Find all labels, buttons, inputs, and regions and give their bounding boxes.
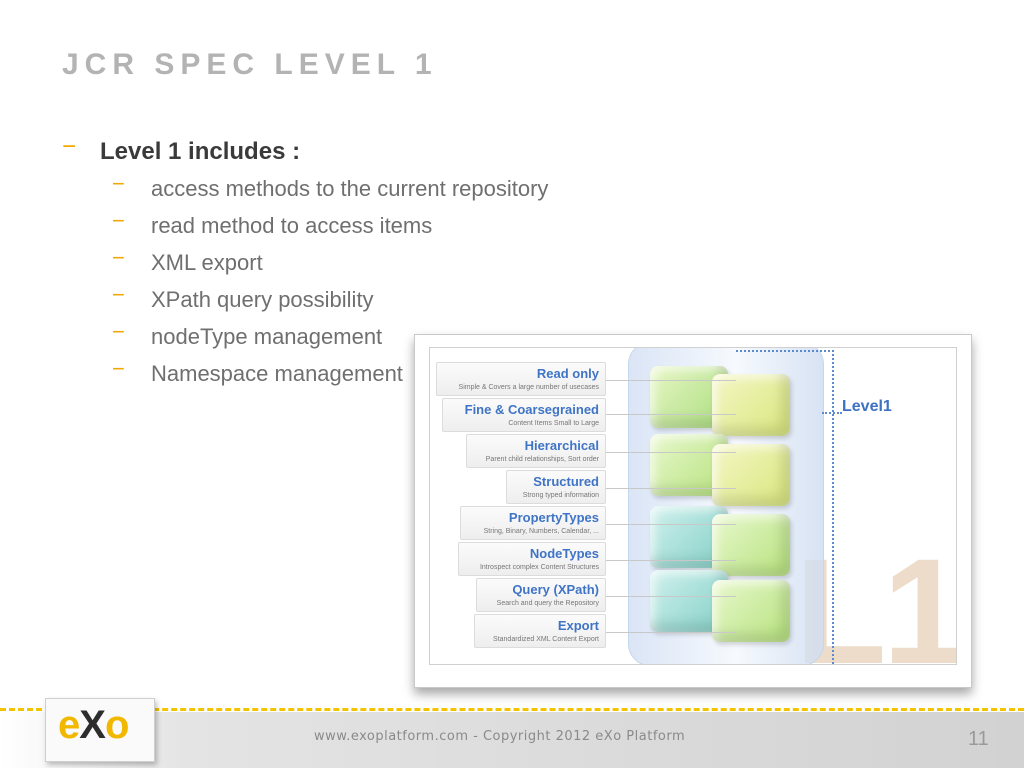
footer-bar	[0, 712, 1024, 768]
feature-title: Export	[557, 618, 599, 633]
dash-marker: −	[62, 133, 77, 160]
main-bullet: − Level 1 includes :	[62, 133, 548, 170]
sub-bullet: − access methods to the current reposito…	[62, 170, 548, 207]
feature-desc: Parent child relationships, Sort order	[485, 456, 599, 463]
sub-bullet-text: XML export	[151, 250, 263, 275]
sub-bullet-text: Namespace management	[151, 361, 403, 386]
feature-title: NodeTypes	[529, 546, 599, 561]
feature-label: NodeTypes Introspect complex Content Str…	[458, 542, 606, 576]
feature-desc: Standardized XML Content Export	[493, 636, 599, 643]
feature-label: Fine & Coarsegrained Content Items Small…	[442, 398, 606, 432]
cube	[712, 374, 790, 436]
sub-bullet: − XPath query possibility	[62, 281, 548, 318]
dash-marker: −	[112, 356, 125, 381]
logo-e: e	[58, 703, 80, 747]
feature-label: Query (XPath) Search and query the Repos…	[476, 578, 606, 612]
dash-marker: −	[112, 171, 125, 196]
connector-line	[606, 452, 736, 453]
slide-title: JCR SPEC LEVEL 1	[62, 48, 438, 81]
sub-bullet-text: read method to access items	[151, 213, 433, 238]
feature-desc: Content Items Small to Large	[508, 420, 599, 427]
sub-bullet: − read method to access items	[62, 207, 548, 244]
copyright-text: www.exoplatform.com - Copyright 2012 eXo…	[314, 729, 686, 744]
feature-desc: Simple & Covers a large number of usecas…	[458, 384, 599, 391]
level-pointer	[822, 412, 842, 414]
logo-o: o	[104, 703, 129, 747]
feature-title: Read only	[536, 366, 599, 381]
sub-bullet: − Namespace management	[62, 355, 548, 392]
feature-title: Hierarchical	[524, 438, 599, 453]
connector-line	[606, 596, 736, 597]
level-bracket	[736, 350, 834, 664]
feature-title: Fine & Coarsegrained	[464, 402, 599, 417]
sub-bullet-text: XPath query possibility	[151, 287, 374, 312]
sub-bullet-text: access methods to the current repository	[151, 176, 549, 201]
feature-desc: String, Binary, Numbers, Calendar, ...	[483, 528, 599, 535]
dash-marker: −	[112, 245, 125, 270]
feature-label: PropertyTypes String, Binary, Numbers, C…	[460, 506, 606, 540]
figure-canvas: L1 Level1 Read only Simple & Covers a la…	[429, 347, 957, 665]
dash-marker: −	[112, 319, 125, 344]
exo-logo: eXo	[45, 698, 155, 762]
sub-bullet-text: nodeType management	[151, 324, 383, 349]
feature-desc: Strong typed information	[522, 492, 599, 499]
connector-line	[606, 380, 736, 381]
logo-wordmark: eXo	[58, 703, 129, 748]
page-number: 11	[968, 728, 989, 750]
feature-desc: Introspect complex Content Structures	[479, 564, 599, 571]
footer-dashed-line	[0, 708, 1024, 711]
connector-line	[606, 414, 736, 415]
sub-bullet: − XML export	[62, 244, 548, 281]
feature-title: Query (XPath)	[512, 582, 599, 597]
level-label: Level1	[842, 398, 892, 415]
feature-label: Structured Strong typed information	[506, 470, 606, 504]
dash-marker: −	[112, 208, 125, 233]
cube	[712, 444, 790, 506]
logo-x: X	[79, 703, 106, 747]
dash-marker: −	[112, 282, 125, 307]
cube	[712, 580, 790, 642]
feature-label: Hierarchical Parent child relationships,…	[466, 434, 606, 468]
feature-title: PropertyTypes	[508, 510, 599, 525]
feature-label: Export Standardized XML Content Export	[474, 614, 606, 648]
bullet-list: − Level 1 includes : − access methods to…	[62, 133, 548, 392]
feature-title: Structured	[533, 474, 599, 489]
level1-figure: L1 Level1 Read only Simple & Covers a la…	[414, 334, 972, 688]
connector-line	[606, 488, 736, 489]
feature-label: Read only Simple & Covers a large number…	[436, 362, 606, 396]
feature-desc: Search and query the Repository	[496, 600, 599, 607]
connector-line	[606, 524, 736, 525]
sub-bullet: − nodeType management	[62, 318, 548, 355]
main-bullet-text: Level 1 includes :	[100, 138, 301, 165]
connector-line	[606, 560, 736, 561]
connector-line	[606, 632, 736, 633]
